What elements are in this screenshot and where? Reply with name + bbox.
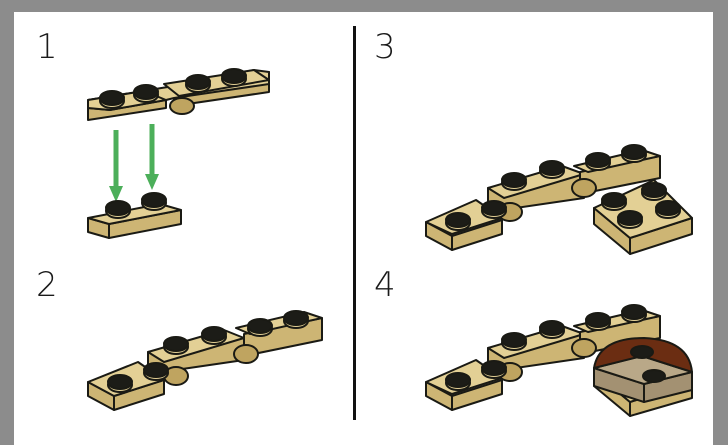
stud-17 xyxy=(621,144,647,163)
step-divider xyxy=(353,26,356,420)
stud-20 xyxy=(617,210,643,229)
attach-arrows xyxy=(109,124,159,202)
stud-24 xyxy=(501,332,527,351)
stud-5 xyxy=(141,192,167,211)
stud-0 xyxy=(99,90,125,109)
step-1-number: 1 xyxy=(36,27,58,67)
stud-22 xyxy=(445,372,471,391)
stud-18 xyxy=(601,192,627,211)
instruction-page: 1 2 3 4 xyxy=(14,12,713,445)
stud-25 xyxy=(539,320,565,339)
stud-4 xyxy=(105,200,131,219)
build-illustrations xyxy=(87,68,693,417)
step-4-number: 4 xyxy=(374,265,396,305)
plate-1x2-lower xyxy=(87,203,182,239)
stud-14 xyxy=(501,172,527,191)
stud-9 xyxy=(201,326,227,345)
stud-15 xyxy=(539,160,565,179)
stud-3 xyxy=(221,68,247,87)
stud-26 xyxy=(585,312,611,331)
stud-10 xyxy=(247,318,273,337)
tile-stud-1 xyxy=(642,369,666,383)
stud-23 xyxy=(481,360,507,379)
stud-12 xyxy=(445,212,471,231)
stud-6 xyxy=(107,374,133,393)
stud-16 xyxy=(585,152,611,171)
stud-21 xyxy=(655,200,681,219)
stud-8 xyxy=(163,336,189,355)
stud-11 xyxy=(283,310,309,329)
stud-7 xyxy=(143,362,169,381)
tile-stud-0 xyxy=(630,345,654,359)
stud-27 xyxy=(621,304,647,323)
stud-19 xyxy=(641,182,667,201)
stud-13 xyxy=(481,200,507,219)
step-3-number: 3 xyxy=(374,27,396,67)
stud-2 xyxy=(185,74,211,93)
step-2-number: 2 xyxy=(36,265,58,305)
stud-1 xyxy=(133,84,159,103)
